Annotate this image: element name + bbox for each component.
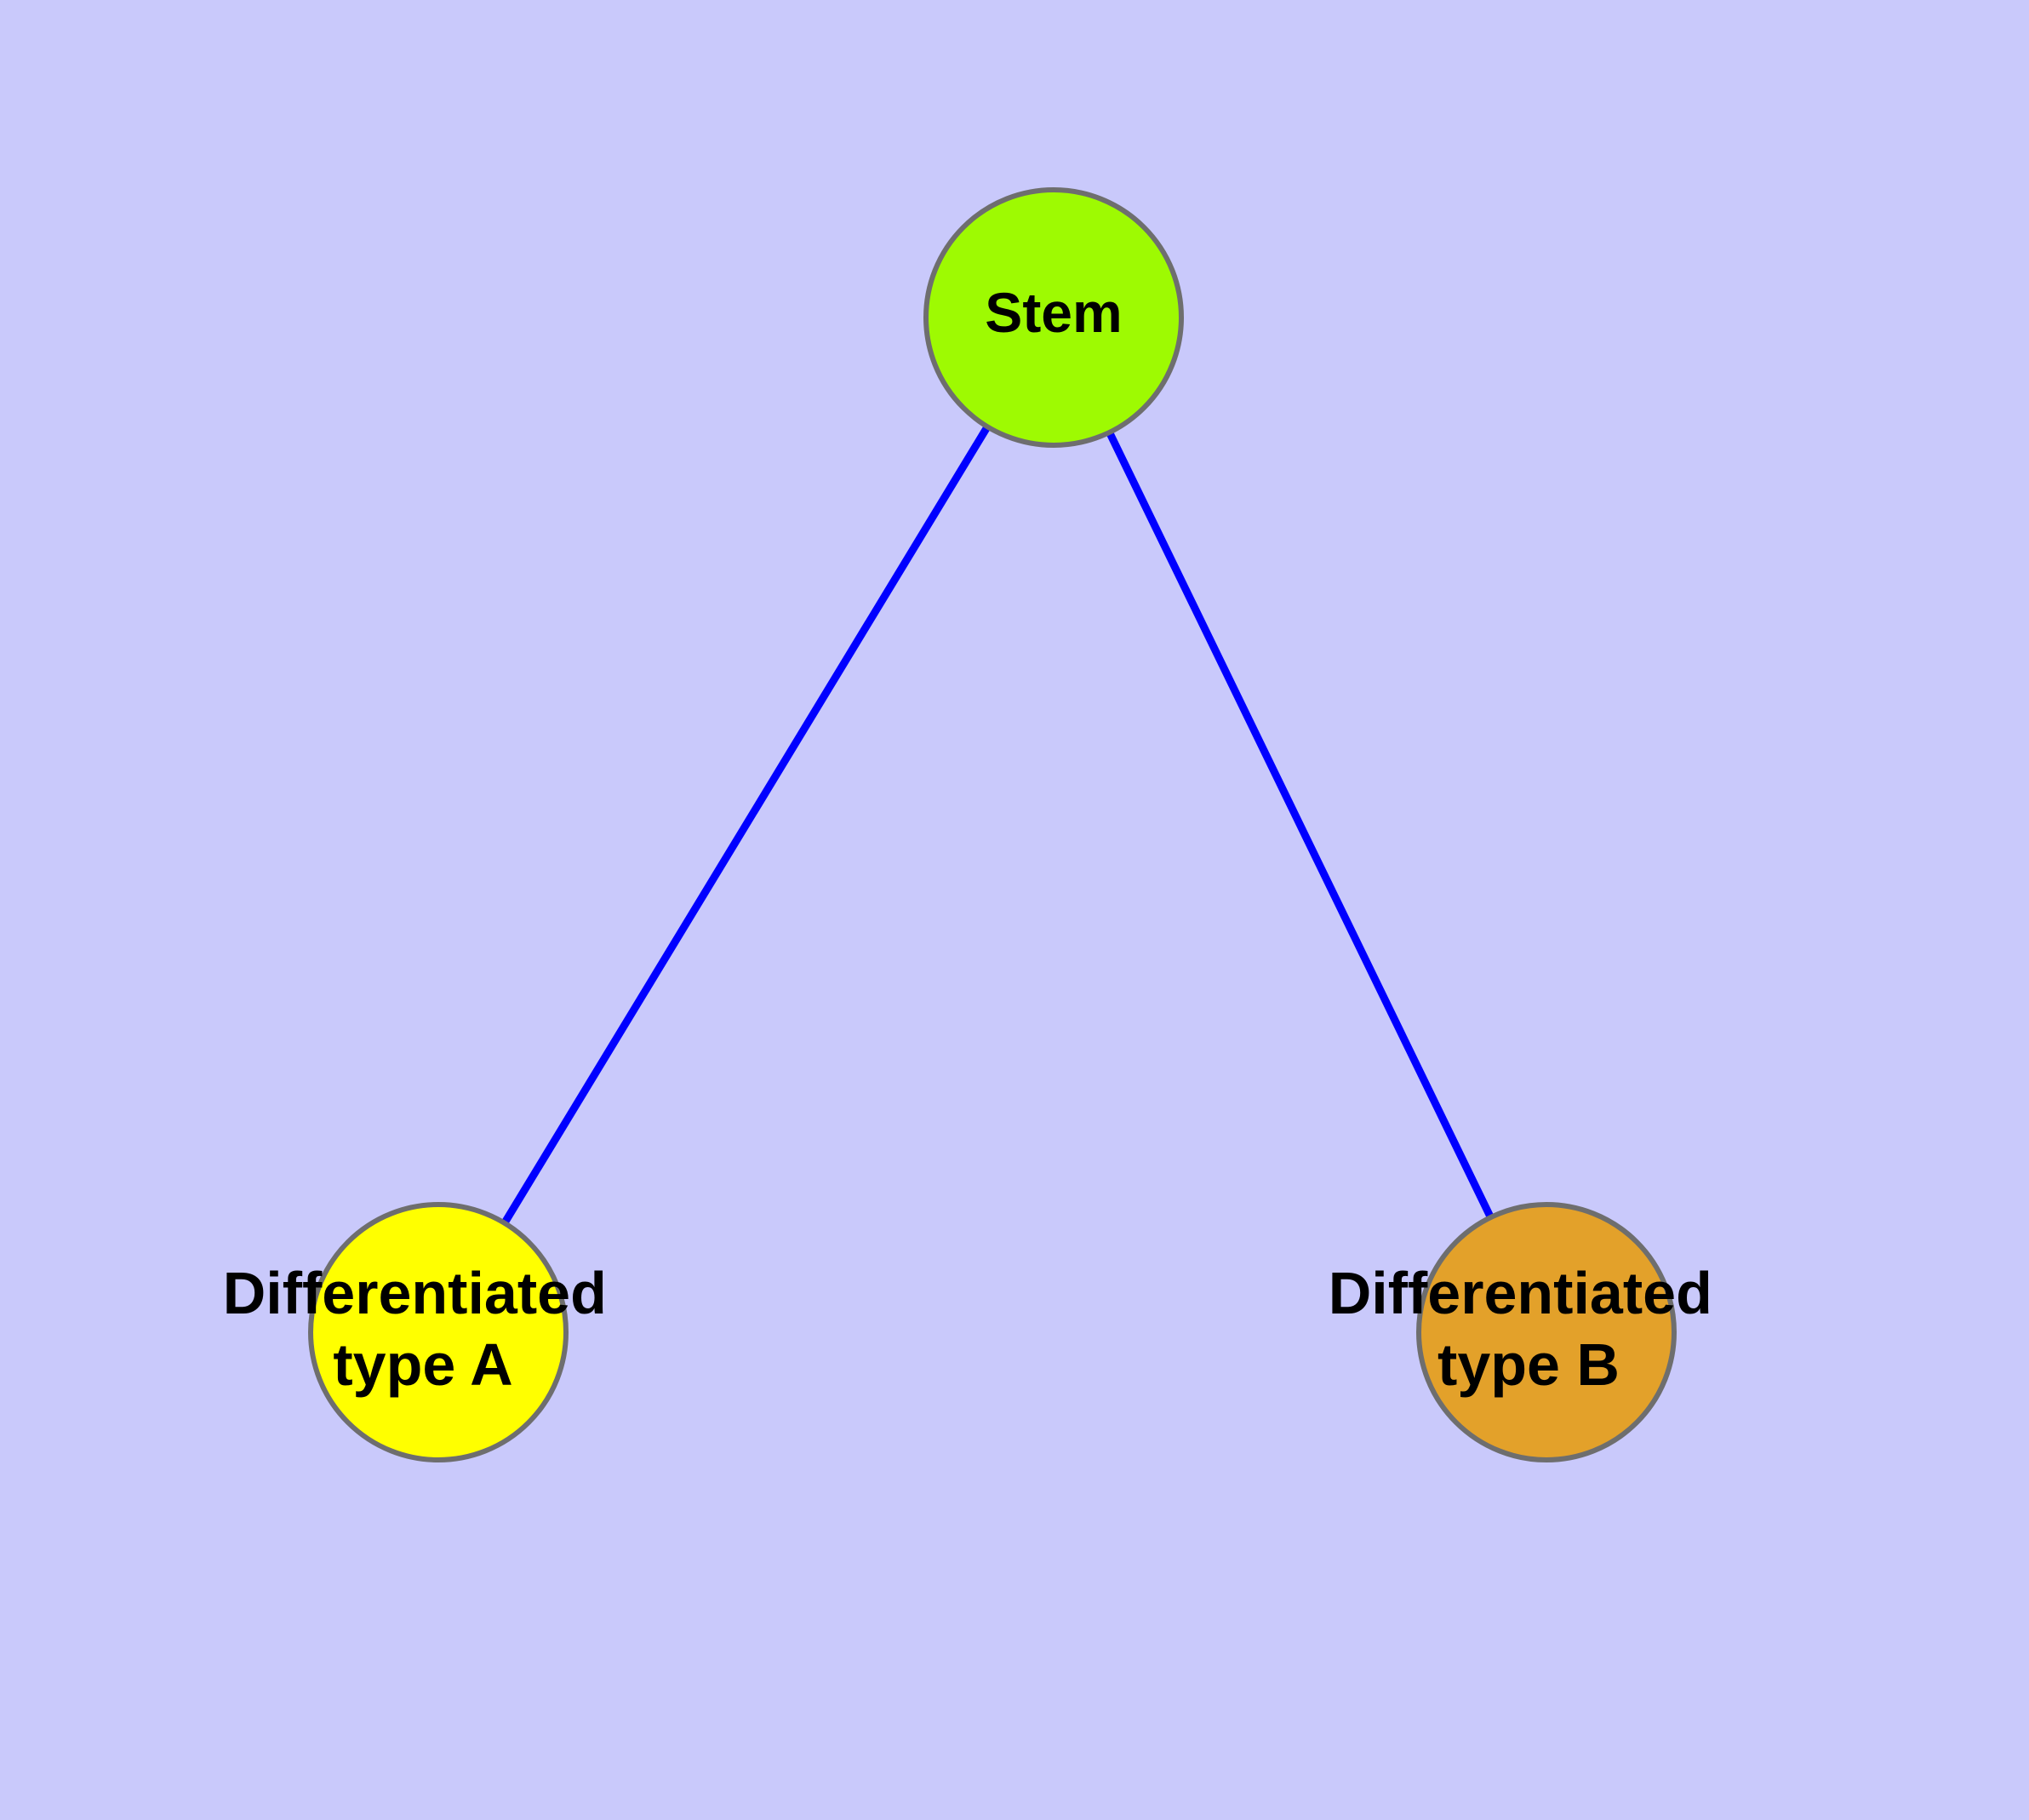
edge-stem-to-diff-a[interactable] bbox=[435, 315, 1057, 1335]
node-label-diff-b-line-1: Differentiated bbox=[1329, 1260, 1712, 1326]
node-label-diff-a-line-1: Differentiated bbox=[223, 1260, 607, 1326]
label-layer: Stem Differentiated type A Differentiate… bbox=[223, 281, 1729, 1398]
node-stem[interactable] bbox=[923, 187, 1184, 448]
node-label-stem-line-1: Stem bbox=[985, 281, 1122, 344]
node-label-diff-b-line-2: type B bbox=[1437, 1331, 1620, 1398]
node-label-diff-a: Differentiated type A bbox=[223, 1260, 624, 1398]
node-circle-diff-a[interactable] bbox=[308, 1202, 569, 1462]
node-diff-a[interactable] bbox=[308, 1202, 569, 1462]
node-diff-b[interactable] bbox=[1416, 1202, 1677, 1462]
node-label-diff-a-line-2: type A bbox=[333, 1331, 512, 1398]
node-layer bbox=[308, 187, 1677, 1462]
node-label-diff-b: Differentiated type B bbox=[1329, 1260, 1729, 1398]
node-circle-diff-b[interactable] bbox=[1416, 1202, 1677, 1462]
node-circle-stem[interactable] bbox=[923, 187, 1184, 448]
edge-stem-to-diff-b[interactable] bbox=[1049, 316, 1551, 1334]
node-label-stem: Stem bbox=[985, 281, 1122, 344]
edge-layer bbox=[435, 315, 1551, 1335]
